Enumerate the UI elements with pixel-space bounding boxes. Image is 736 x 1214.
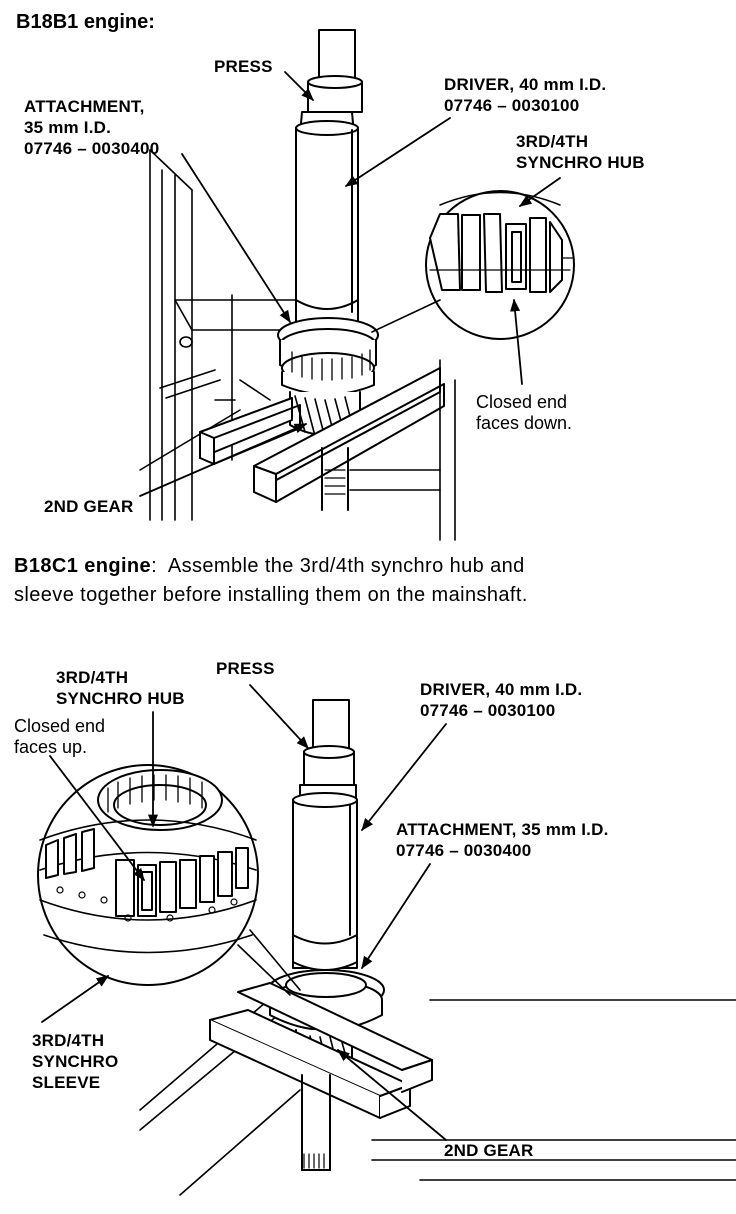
label-press-2: PRESS [216, 659, 275, 678]
support-blocks-2 [209, 982, 433, 1119]
mainshaft-1 [321, 447, 349, 511]
label-second-gear-1: 2ND GEAR [44, 497, 134, 516]
press-frame-2 [139, 989, 736, 1196]
detail-leader-2a [237, 944, 291, 996]
label-press-1: PRESS [214, 57, 273, 76]
driver-tool-1 [295, 29, 363, 332]
detail-circle-hub-down [425, 190, 575, 340]
driver-tool-2 [292, 699, 358, 971]
label-attachment-2: ATTACHMENT, 35 mm I.D. 07746 – 0030400 [396, 820, 609, 860]
label-closed-end-down: Closed end faces down. [476, 392, 573, 433]
detail-leader-2b [249, 929, 301, 991]
synchro-hub-1 [277, 317, 379, 396]
section1-heading: B18B1 engine: [16, 11, 155, 33]
support-blocks-1 [199, 367, 445, 503]
label-closed-end-up: Closed end faces up. [14, 716, 106, 757]
detail-circle-hub-up [37, 764, 259, 986]
detail-leader-1 [371, 299, 441, 333]
label-synchro-hub-2: 3RD/4TH SYNCHRO HUB [56, 668, 185, 708]
label-attachment-1: ATTACHMENT, 35 mm I.D. 07746 – 0030400 [24, 97, 160, 158]
section2-heading: B18C1 engine [14, 555, 152, 577]
label-synchro-hub-1: 3RD/4TH SYNCHRO HUB [516, 132, 645, 172]
section2-instruction: B18C1 engine: Assemble the 3rd/4th synch… [14, 552, 528, 610]
label-synchro-sleeve-2: 3RD/4TH SYNCHRO SLEEVE [32, 1031, 119, 1092]
mainshaft-2 [301, 1074, 331, 1171]
label-driver-2: DRIVER, 40 mm I.D. 07746 – 0030100 [420, 680, 583, 720]
leaders-1 [139, 71, 561, 497]
label-driver-1: DRIVER, 40 mm I.D. 07746 – 0030100 [444, 75, 607, 115]
label-second-gear-2: 2ND GEAR [444, 1141, 534, 1160]
leaders-2 [41, 684, 447, 1141]
figure-b18c1 [37, 684, 736, 1196]
section2-instruction-text: : Assemble the 3rd/4th synchro hub and s… [14, 555, 528, 606]
figure-b18b1 [139, 29, 575, 541]
